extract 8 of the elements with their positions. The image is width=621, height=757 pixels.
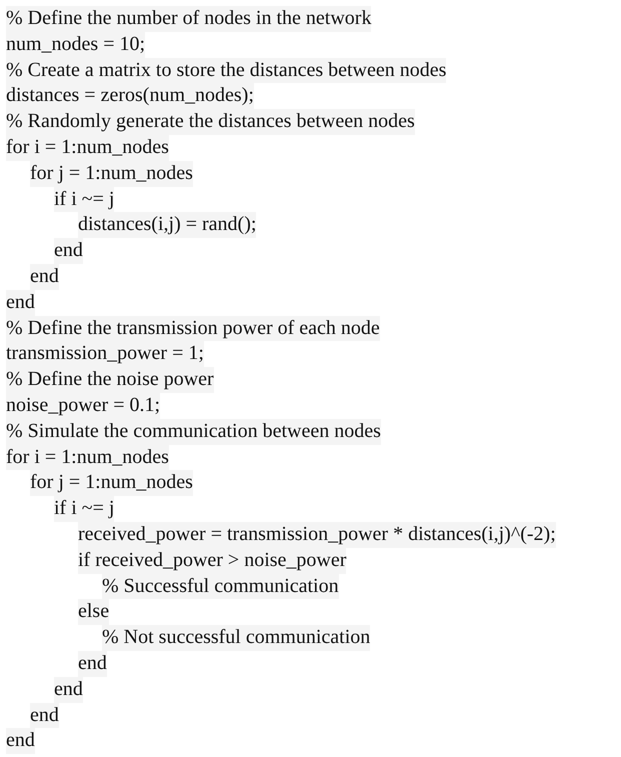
code-comment: % Define the transmission power of each node <box>6 316 380 342</box>
code-comment: % Define the number of nodes in the network <box>6 6 372 32</box>
code-comment: % Successful communication <box>102 574 339 600</box>
code-comment: % Not successful communication <box>102 625 370 651</box>
code-comment: % Simulate the communication between nodes <box>6 418 381 445</box>
code-comment: % Create a matrix to store the distances between nodes <box>6 58 446 84</box>
code-comment: % Define the noise power <box>6 367 214 393</box>
code-comment: % Randomly generate the distances between nodes <box>6 109 415 135</box>
